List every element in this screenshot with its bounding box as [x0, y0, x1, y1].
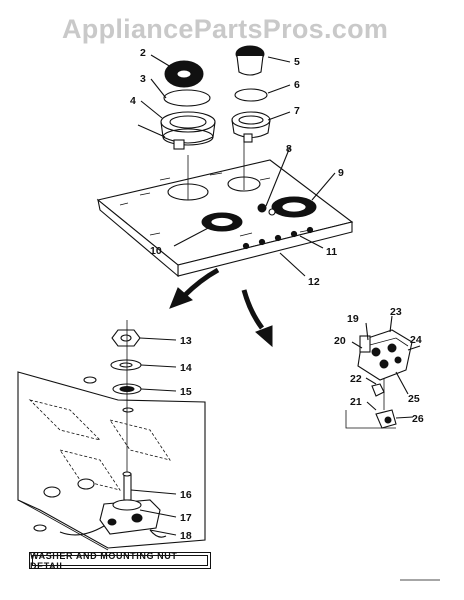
callout-26: 26 [412, 413, 424, 425]
callout-10: 10 [150, 245, 162, 257]
mounting-leaders [130, 337, 177, 536]
callout-21: 22 [350, 373, 362, 385]
callout-17: 17 [180, 512, 192, 524]
callout-6: 6 [294, 79, 300, 91]
callout-15: 15 [180, 386, 192, 398]
callout-14: 14 [180, 362, 192, 374]
callout-11: 11 [326, 246, 337, 258]
callout-3: 3 [140, 73, 146, 85]
callout-18: 18 [180, 530, 192, 542]
callout-5: 5 [294, 56, 300, 68]
callout-7: 7 [294, 105, 300, 117]
callout-13: 13 [180, 335, 192, 347]
cooktop-panel [96, 140, 354, 278]
top-leaders [137, 54, 336, 277]
switch-leaders [351, 315, 421, 419]
callout-8: 8 [286, 143, 292, 155]
detail-caption-box: WASHER AND MOUNTING NUT DETAIL [29, 551, 211, 571]
detail-caption-inner-border [32, 555, 208, 566]
detail-arrows [169, 267, 273, 348]
switch-detail [345, 329, 413, 429]
callout-9: 9 [338, 167, 344, 179]
callout-20: 20 [334, 335, 346, 347]
left-element-assembly [160, 60, 216, 150]
callout-2: 2 [140, 47, 146, 59]
right-element-assembly [231, 45, 271, 143]
watermark: AppliancePartsPros.com [62, 14, 388, 44]
mounting-detail [17, 320, 206, 551]
callout-23: 23 [390, 306, 402, 318]
callout-19: 19 [347, 313, 359, 325]
callout-22: 21 [350, 396, 362, 408]
callout-12: 12 [308, 276, 320, 288]
callout-4: 4 [130, 95, 136, 107]
callout-24: 24 [410, 334, 422, 346]
callout-25: 25 [408, 393, 420, 405]
callout-16: 16 [180, 489, 192, 501]
